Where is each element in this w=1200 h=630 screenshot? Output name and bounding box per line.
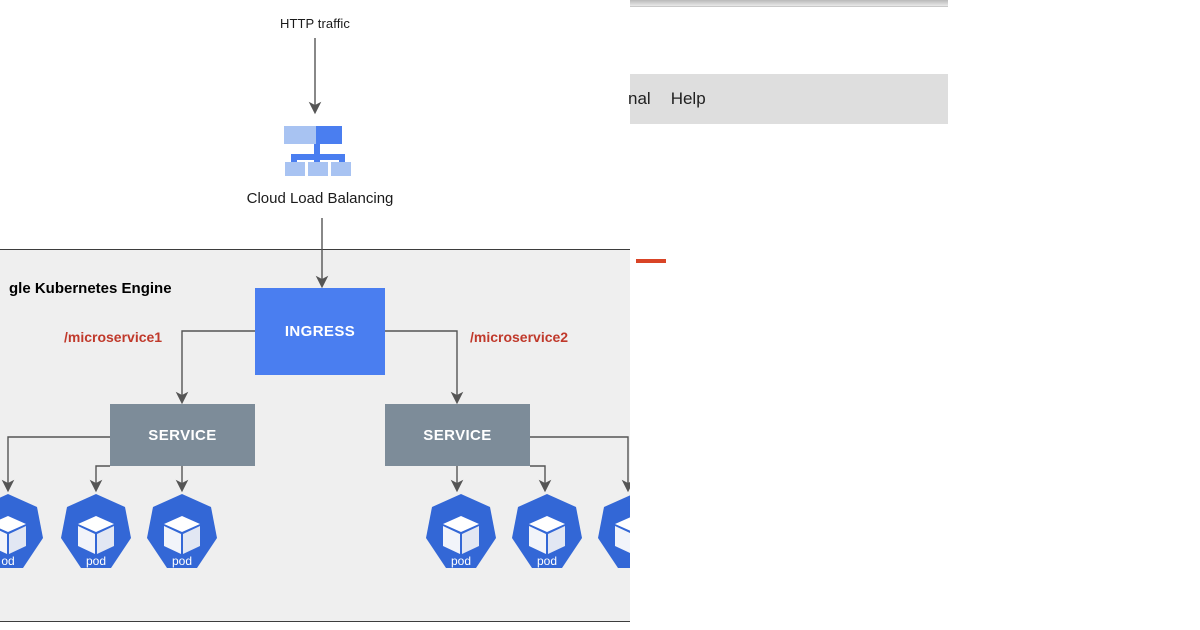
pod-node[interactable]: pod xyxy=(145,492,219,576)
pod-label: od xyxy=(1,554,15,568)
pod-node[interactable]: p xyxy=(596,492,630,576)
window-fragment: nal Help xyxy=(628,0,1200,630)
ingress-node[interactable]: INGRESS xyxy=(255,288,385,375)
kubernetes-pod-icon xyxy=(512,494,582,568)
pod-node[interactable]: pod xyxy=(424,492,498,576)
accent-rule xyxy=(636,259,666,263)
menu-item-help[interactable]: Help xyxy=(670,89,706,108)
kubernetes-pod-icon xyxy=(426,494,496,568)
pod-label: pod xyxy=(85,554,107,568)
pod-node[interactable]: od xyxy=(0,492,45,576)
kubernetes-pod-icon xyxy=(0,494,43,568)
menu-bar: nal Help xyxy=(628,74,948,124)
service-label: SERVICE xyxy=(148,426,217,444)
pod-label: pod xyxy=(450,554,472,568)
service-node-left[interactable]: SERVICE xyxy=(110,404,255,466)
cloud-load-balancing-icon xyxy=(284,126,351,176)
service-node-right[interactable]: SERVICE xyxy=(385,404,530,466)
gke-title: gle Kubernetes Engine xyxy=(9,280,172,297)
window-titlebar xyxy=(630,0,948,7)
architecture-diagram: HTTP traffic Cloud Load Balancing gle Ku… xyxy=(0,16,630,622)
menu-item-terminal[interactable]: nal xyxy=(628,89,651,108)
kubernetes-pod-icon xyxy=(598,495,630,568)
service-label: SERVICE xyxy=(423,426,492,444)
cloud-load-balancing-label: Cloud Load Balancing xyxy=(246,190,394,207)
route-label-microservice2: /microservice2 xyxy=(470,329,569,345)
pod-node[interactable]: pod xyxy=(510,492,584,576)
http-traffic-label: HTTP traffic xyxy=(279,16,351,31)
ingress-label: INGRESS xyxy=(284,323,356,340)
kubernetes-pod-icon xyxy=(61,494,131,568)
pod-node[interactable]: pod xyxy=(59,492,133,576)
kubernetes-pod-icon xyxy=(147,494,217,568)
pod-label: pod xyxy=(536,554,558,568)
pod-label: p xyxy=(596,554,631,568)
pod-label: pod xyxy=(171,554,193,568)
route-label-microservice1: /microservice1 xyxy=(64,329,163,345)
